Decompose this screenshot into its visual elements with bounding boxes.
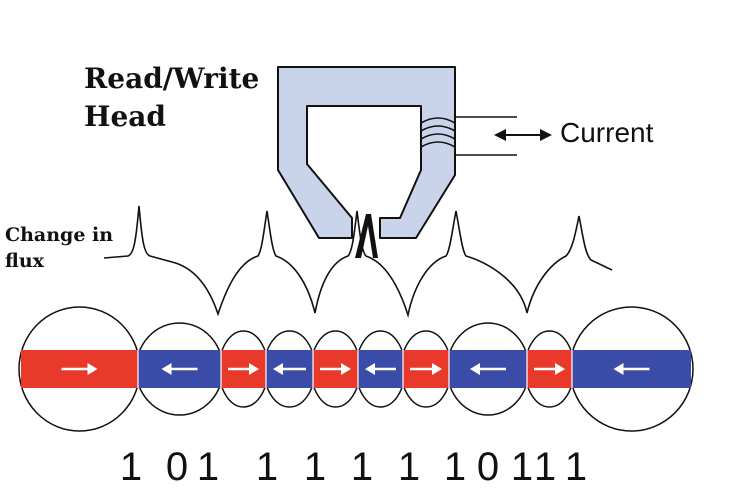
read-gap-tip (355, 214, 378, 258)
bit-label: 1 (197, 445, 219, 489)
current-double-arrow-icon (494, 129, 552, 141)
bit-label: 1 (256, 445, 278, 489)
arrow-right-icon (320, 363, 351, 375)
bit-label: 1 (304, 445, 326, 489)
bit-label: 1 (511, 445, 533, 489)
current-leads (455, 116, 517, 156)
arrow-left-icon (365, 363, 396, 375)
read-write-head-yoke (277, 66, 456, 239)
change-in-flux-label: Change in flux (5, 222, 113, 274)
flux-label-line-2: flux (5, 250, 44, 272)
arrow-left-icon (161, 363, 198, 375)
bit-label: 1 (565, 445, 587, 489)
flux-waveform (103, 205, 613, 319)
head-label-line-1: Read/Write (84, 62, 260, 95)
arrow-right-icon (534, 363, 565, 375)
flux-label-line-1: Change in (5, 224, 114, 246)
arrow-right-icon (61, 363, 98, 375)
arrow-right-icon (410, 363, 442, 375)
read-write-head-label: Read/Write Head (84, 60, 259, 136)
head-label-line-2: Head (84, 100, 166, 133)
bit-label: 1 (444, 445, 466, 489)
current-label: Current (560, 117, 654, 148)
arrow-left-icon (470, 363, 506, 375)
bit-label: 1 (351, 445, 373, 489)
coil-windings (420, 117, 456, 148)
bit-label: 1 (534, 445, 556, 489)
arrow-left-icon (273, 363, 306, 375)
bit-label: 1 (398, 445, 420, 489)
bit-label: 0 (166, 445, 188, 489)
recording-medium (18, 306, 694, 432)
arrow-right-icon (228, 363, 259, 375)
arrow-left-icon (613, 363, 650, 375)
bit-label: 0 (477, 445, 499, 489)
bit-label: 1 (120, 445, 142, 489)
